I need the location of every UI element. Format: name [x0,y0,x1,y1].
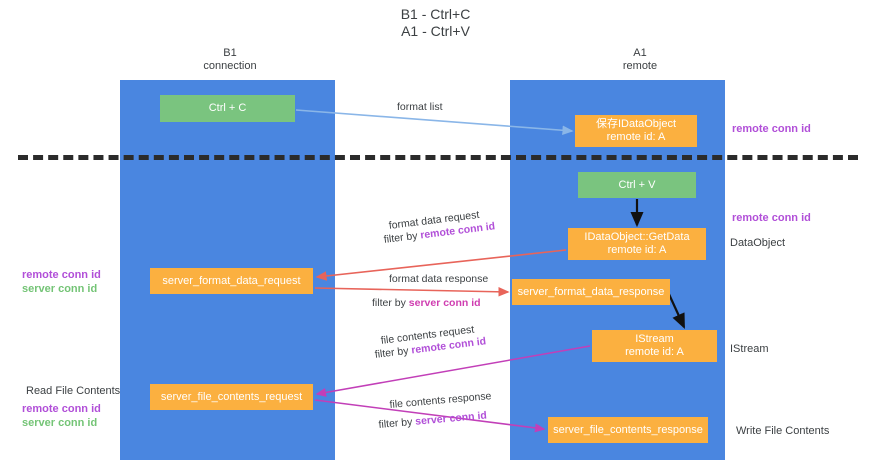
edge-label-format-data-response-filter: filter by server conn id [372,296,481,310]
node-istream[interactable]: IStream remote id: A [592,330,717,362]
annotation-write-file-contents: Write File Contents [736,425,830,437]
node-idataobject[interactable]: 保存IDataObject remote id: A [575,115,697,147]
annotation-left-remote-conn-id-2: remote conn id [22,403,101,415]
filter-key-server-conn-id: server conn id [408,297,481,309]
edge-label-file-contents-response-text: file contents response [389,390,492,411]
node-ctrl-c[interactable]: Ctrl + C [160,95,295,122]
node-getdata-sub: remote id: A [607,244,667,256]
node-idataobject-label: 保存IDataObject [595,118,677,130]
node-server-file-contents-response[interactable]: server_file_contents_response [548,417,708,443]
node-idataobject-getdata[interactable]: IDataObject::GetData remote id: A [568,228,706,260]
title-line-1: B1 - Ctrl+C [400,6,471,22]
node-server-file-contents-request[interactable]: server_file_contents_request [150,384,313,410]
edge-label-format-list-text: format list [397,101,443,113]
edge-label-format-data-response-text: format data response [389,273,489,285]
node-server-format-data-request[interactable]: server_format_data_request [150,268,313,294]
edge-label-file-contents-response-filter: filter by server conn id [378,409,487,432]
annotation-remote-conn-id-top: remote conn id [732,123,811,135]
annotation-left-server-conn-id: server conn id [22,283,98,295]
edge-format-data-response [314,287,510,297]
annotation-read-file-contents: Read File Contents [26,385,121,397]
page-title: B1 - Ctrl+C A1 - Ctrl+V [0,6,871,40]
node-istream-sub: remote id: A [625,346,684,358]
filter-prefix: filter by [378,415,416,431]
column-header-b1: B1 connection [150,47,310,73]
node-server-format-data-request-label: server_format_data_request [162,274,301,287]
node-ctrl-v-label: Ctrl + V [618,178,656,191]
edge-label-format-list: format list [397,100,443,114]
phase-divider [18,155,858,160]
node-ctrl-v[interactable]: Ctrl + V [578,172,696,198]
annotation-left-remote-conn-id: remote conn id [22,269,101,281]
filter-prefix: filter by [372,297,409,309]
annotation-istream: IStream [730,343,769,355]
node-getdata-label: IDataObject::GetData [584,231,690,243]
column-a1-subtitle: remote [622,60,658,72]
column-b1-name: B1 [223,47,237,59]
column-b1-subtitle: connection [203,60,257,72]
node-server-file-contents-response-label: server_file_contents_response [553,423,703,436]
annotation-dataobject: DataObject [730,237,786,249]
annotation-left-conn-ids-2: remote conn id server conn id [22,402,101,430]
edge-label-format-data-response: format data response [389,272,488,286]
filter-key-server-conn-id: server conn id [414,409,488,428]
column-a1-name: A1 [633,47,647,59]
column-header-a1: A1 remote [560,47,720,73]
node-server-format-data-response[interactable]: server_format_data_response [512,279,670,305]
node-server-format-data-response-label: server_format_data_response [517,285,665,298]
filter-prefix: filter by [383,229,422,246]
node-idataobject-sub: remote id: A [606,131,666,143]
annotation-remote-conn-id-mid: remote conn id [732,212,811,224]
node-ctrl-c-label: Ctrl + C [208,102,247,114]
node-istream-label: IStream [635,333,674,345]
filter-prefix: filter by [374,344,413,361]
title-line-2: A1 - Ctrl+V [401,23,470,39]
annotation-left-conn-ids: remote conn id server conn id [22,268,101,296]
node-server-file-contents-request-label: server_file_contents_request [160,390,303,403]
annotation-left-server-conn-id-2: server conn id [22,417,98,429]
